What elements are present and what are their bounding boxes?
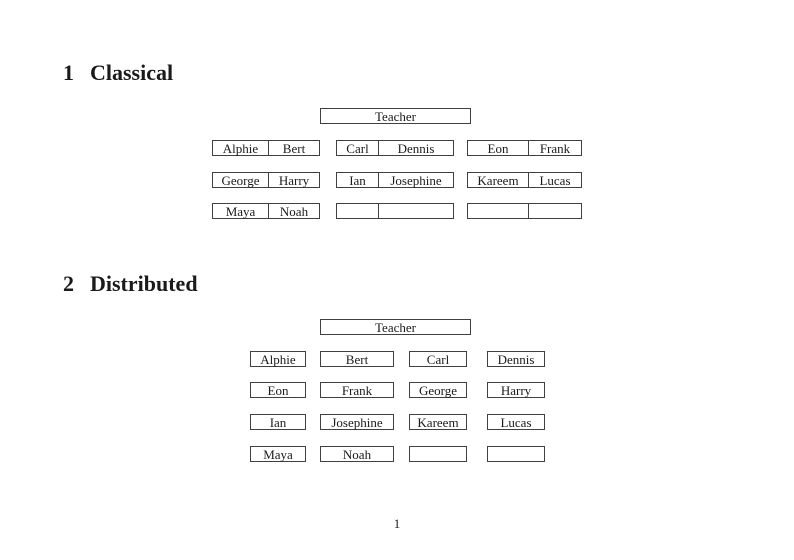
name-box [409,446,467,462]
name-box: Harry [487,382,545,398]
section-number-classical: 1 [63,60,74,85]
name-cell: Maya [213,204,269,218]
name-cell: Josephine [390,172,442,188]
name-cell: Harry [278,172,310,188]
name-box: Josephine [320,414,394,430]
name-cell: Bert [282,140,306,156]
name-cell: Alphie [213,141,269,155]
pair-box: George Harry [212,172,320,188]
pair-box: Maya Noah [212,203,320,219]
pair-box: Carl Dennis [336,140,454,156]
name-box: Bert [320,351,394,367]
pair-box: Alphie Bert [212,140,320,156]
section-heading-classical: 1 Classical [63,60,174,85]
name-cell: Carl [337,141,379,155]
name-box: Alphie [250,351,306,367]
name-box: Carl [409,351,467,367]
name-cell: George [213,173,269,187]
teacher-box-classical: Teacher [320,108,471,124]
name-cell [468,204,529,218]
section-title-classical: Classical [90,60,174,85]
section-number-distributed: 2 [63,271,74,296]
name-cell [337,204,379,218]
pair-box: Ian Josephine [336,172,454,188]
page-number: 1 [393,516,401,531]
name-box [487,446,545,462]
name-cell: Lucas [539,172,571,188]
name-cell [379,204,453,218]
pair-box: Kareem Lucas [467,172,582,188]
name-box: Noah [320,446,394,462]
name-cell: Kareem [468,173,529,187]
name-cell: Eon [468,141,529,155]
pair-box [336,203,454,219]
section-title-distributed: Distributed [90,271,198,296]
pair-box [467,203,582,219]
name-box: George [409,382,467,398]
name-box: Frank [320,382,394,398]
name-box: Lucas [487,414,545,430]
pair-box: Eon Frank [467,140,582,156]
name-box: Dennis [487,351,545,367]
name-box: Kareem [409,414,467,430]
name-cell [529,204,581,218]
name-cell: Frank [539,140,571,156]
name-box: Eon [250,382,306,398]
name-box: Maya [250,446,306,462]
name-cell: Ian [337,173,379,187]
teacher-box-distributed: Teacher [320,319,471,335]
section-heading-distributed: 2 Distributed [63,271,198,296]
name-box: Ian [250,414,306,430]
name-cell: Dennis [397,140,435,156]
name-cell: Noah [279,203,309,219]
